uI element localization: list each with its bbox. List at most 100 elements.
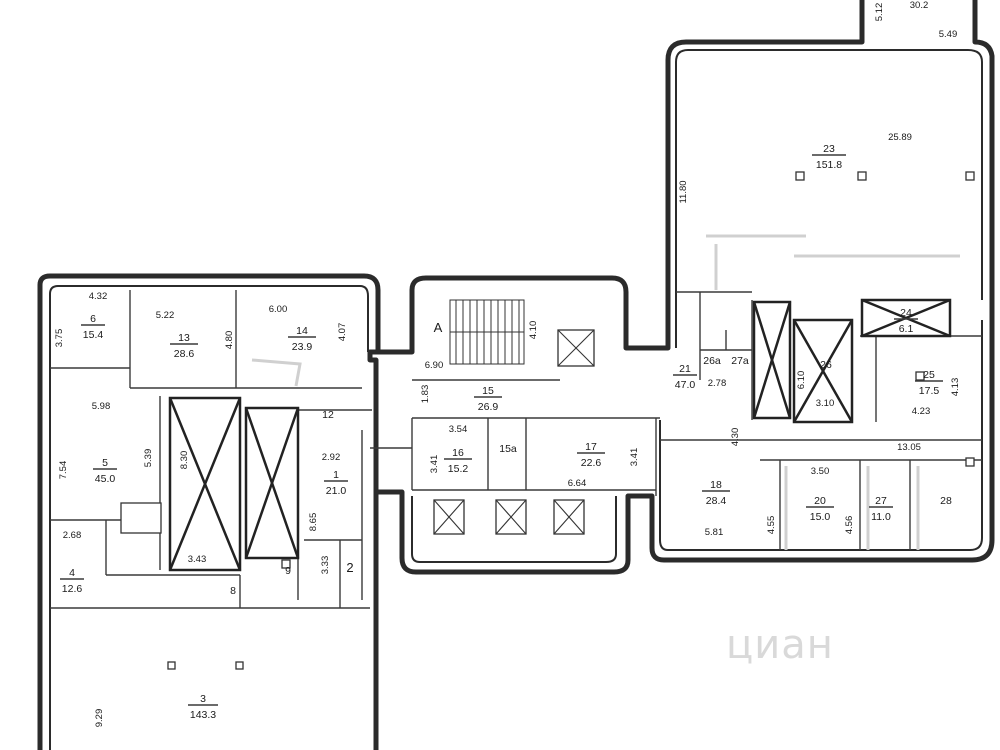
lift-top	[557, 329, 595, 367]
dim-4-56: 4.56	[844, 516, 855, 535]
dim-3-75: 3.75	[54, 329, 65, 348]
dim-2-92: 2.92	[322, 452, 341, 463]
dim-30-2: 30.2	[910, 0, 929, 11]
dim-8-30: 8.30	[179, 451, 190, 470]
right-lower-wall	[378, 312, 995, 575]
dim-3-54: 3.54	[449, 424, 468, 435]
room-24-number: 24	[900, 307, 912, 319]
room-28-number: 28	[940, 495, 952, 507]
room-13-number: 13	[178, 332, 190, 344]
room-1-number: 1	[333, 469, 339, 481]
room-20-area: 15.0	[810, 511, 831, 523]
room-26a-number: 26а	[703, 355, 721, 367]
room-6-area: 15.4	[83, 329, 104, 341]
left-wing-outer-wall	[37, 273, 381, 750]
shaft-right	[244, 406, 300, 560]
shaft-26	[752, 300, 792, 420]
lift-bottom-3	[553, 499, 585, 535]
room-24-area: 6.1	[899, 323, 914, 335]
dim-8-65: 8.65	[308, 513, 319, 532]
dimension-labels: 5.12 30.2 5.49 25.89 11.80 4.32 5.22 6.0…	[54, 0, 961, 727]
room-23-area: 151.8	[816, 159, 842, 171]
dim-5-98: 5.98	[92, 401, 111, 412]
room-25-number: 25	[923, 369, 935, 381]
room-1-area: 21.0	[326, 485, 347, 497]
dim-5-49: 5.49	[939, 29, 958, 40]
room-4-area: 12.6	[62, 583, 83, 595]
room-12-number: 12	[322, 409, 334, 421]
dim-7-54: 7.54	[58, 461, 69, 480]
dim-6-00: 6.00	[269, 304, 288, 315]
dim-3-41-left: 3.41	[429, 455, 440, 474]
room-25-area: 17.5	[919, 385, 940, 397]
room-18-number: 18	[710, 479, 722, 491]
dim-2-78: 2.78	[708, 378, 727, 389]
room-5-area: 45.0	[95, 473, 116, 485]
dim-4-10: 4.10	[528, 321, 539, 340]
dim-13-05: 13.05	[897, 442, 921, 453]
dim-5-39: 5.39	[143, 449, 154, 468]
room-23-number: 23	[823, 143, 835, 155]
dim-4-30: 4.30	[730, 428, 741, 447]
dim-6-64: 6.64	[568, 478, 587, 489]
left-wing-inner-wall	[49, 285, 369, 750]
room-18-area: 28.4	[706, 495, 727, 507]
dim-3-33: 3.33	[320, 556, 331, 575]
dim-25-89: 25.89	[888, 132, 912, 143]
room-6-number: 6	[90, 313, 96, 325]
room-27-number: 27	[875, 495, 887, 507]
shaft-24	[860, 298, 952, 338]
room-27-area: 11.0	[871, 511, 891, 523]
room-15-area: 26.9	[478, 401, 499, 413]
stair-room-letter: А	[434, 320, 443, 335]
room-3-number: 3	[200, 693, 206, 705]
dim-4-55: 4.55	[766, 516, 777, 535]
dim-3-50: 3.50	[811, 466, 830, 477]
room-14-number: 14	[296, 325, 308, 337]
room-16-number: 16	[452, 447, 464, 459]
corridor-top-wall	[370, 0, 865, 355]
dim-1-83: 1.83	[420, 385, 431, 404]
room-3-area: 143.3	[190, 709, 216, 721]
dim-11-80: 11.80	[678, 180, 689, 203]
lift-bottom-1	[433, 499, 465, 535]
shaft-left	[168, 396, 242, 572]
room-21-area: 47.0	[675, 379, 696, 391]
dim-6-90: 6.90	[425, 360, 444, 371]
room-17-number: 17	[585, 441, 597, 453]
dim-3-41-right: 3.41	[629, 448, 640, 467]
dim-4-23: 4.23	[912, 406, 931, 417]
room-9-number: 9	[285, 565, 291, 577]
columns	[120, 171, 975, 670]
dim-4-80: 4.80	[224, 331, 235, 350]
room-5-number: 5	[102, 457, 108, 469]
room-8-number: 8	[230, 585, 236, 597]
lift-lobby-inner-wall	[411, 496, 617, 563]
room-15-number: 15	[482, 385, 494, 397]
room-20-number: 20	[814, 495, 826, 507]
dim-5-81: 5.81	[705, 527, 724, 538]
dim-5-12: 5.12	[874, 3, 885, 22]
dim-5-22: 5.22	[156, 310, 175, 321]
room-16-area: 15.2	[448, 463, 469, 475]
dim-4-13: 4.13	[950, 378, 961, 397]
room-17-area: 22.6	[581, 457, 602, 469]
dim-3-43: 3.43	[188, 554, 207, 565]
right-wing-outer-wall	[972, 0, 995, 312]
faded-partitions	[251, 234, 960, 550]
room-27a-number: 27а	[731, 355, 749, 367]
shaft-center	[792, 318, 854, 424]
right-wing-inner-wall	[675, 49, 983, 348]
room-21-number: 21	[679, 363, 691, 375]
room-13-area: 28.6	[174, 348, 195, 360]
room-2-number: 2	[346, 560, 353, 575]
watermark-text: циан	[726, 622, 834, 668]
dim-9-29: 9.29	[94, 709, 105, 728]
right-lower-inner-wall	[659, 320, 983, 551]
dim-6-10: 6.10	[796, 371, 807, 390]
room-14-area: 23.9	[292, 341, 313, 353]
room-26-number: 26	[820, 359, 832, 371]
lift-bottom-2	[495, 499, 527, 535]
room-15a-number: 15а	[499, 443, 517, 455]
